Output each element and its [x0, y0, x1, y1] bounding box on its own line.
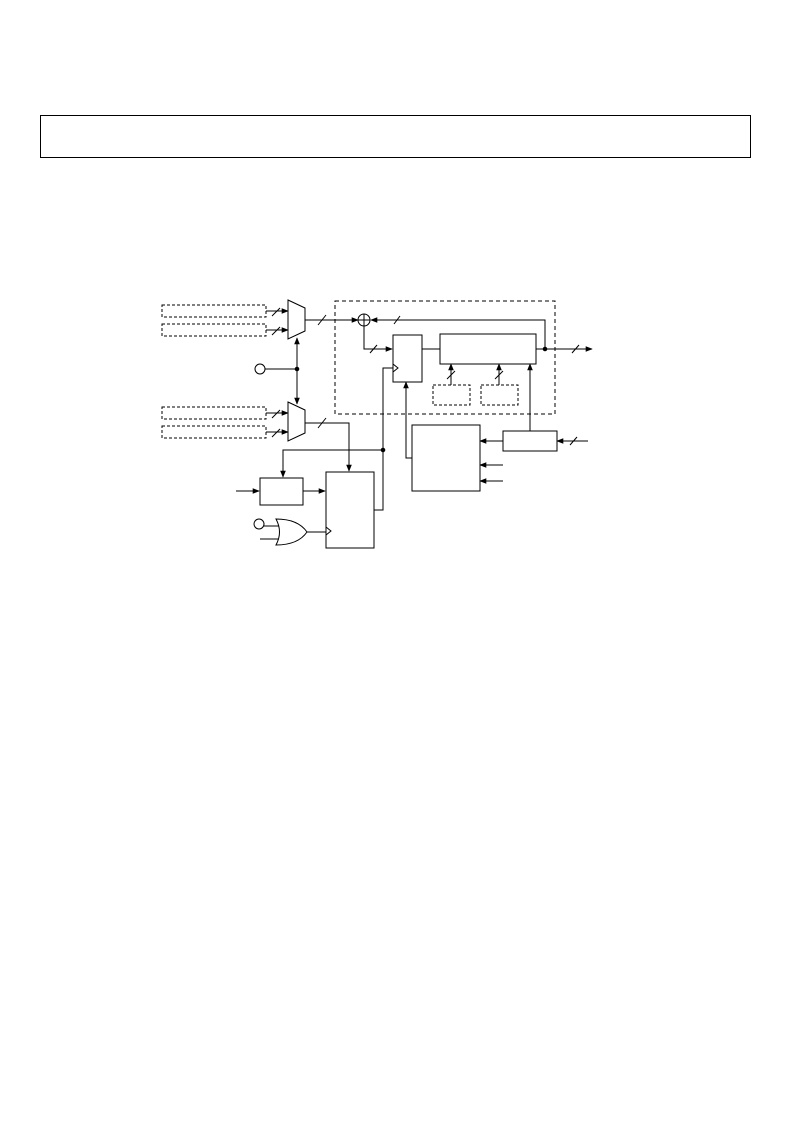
lower-input-register-2 [162, 426, 266, 438]
bus-slash [570, 437, 577, 445]
feedback-wire [370, 317, 545, 349]
upper-input-register-2 [162, 324, 266, 336]
accumulator-register [393, 335, 422, 382]
main-block [440, 334, 536, 364]
wire [364, 326, 393, 352]
clock-triangle [326, 527, 331, 535]
upper-input-register-1 [162, 305, 266, 317]
bus-slash [495, 371, 503, 379]
select-input-pin [255, 364, 265, 374]
wire [305, 423, 352, 472]
bus-slash [318, 418, 326, 428]
clock-triangle [393, 364, 398, 372]
bus-slash [272, 308, 280, 316]
bus-slash [272, 429, 280, 437]
or-gate [276, 519, 307, 545]
sequencer-block [326, 472, 374, 548]
wire [280, 450, 383, 478]
bus-slash [394, 316, 400, 324]
lower-multiplexer [288, 402, 305, 441]
wire [403, 381, 412, 458]
clock-wire [374, 368, 393, 510]
bus-slash [272, 327, 280, 335]
or-input-pin [254, 519, 264, 529]
lower-input-register-1 [162, 407, 266, 419]
control-block-large [412, 425, 480, 491]
bus-slash [572, 345, 579, 353]
bus-slash [318, 315, 326, 325]
accumulator-enclosure [335, 301, 555, 414]
config-register-2 [481, 385, 518, 405]
control-block-small [503, 431, 557, 451]
bus-slash [370, 345, 377, 353]
junction-dot [543, 347, 547, 351]
input-block [260, 478, 303, 505]
config-register-1 [433, 385, 470, 405]
header-box [40, 115, 751, 158]
upper-multiplexer [288, 300, 305, 339]
bus-slash [272, 410, 280, 418]
bus-slash [447, 371, 455, 379]
